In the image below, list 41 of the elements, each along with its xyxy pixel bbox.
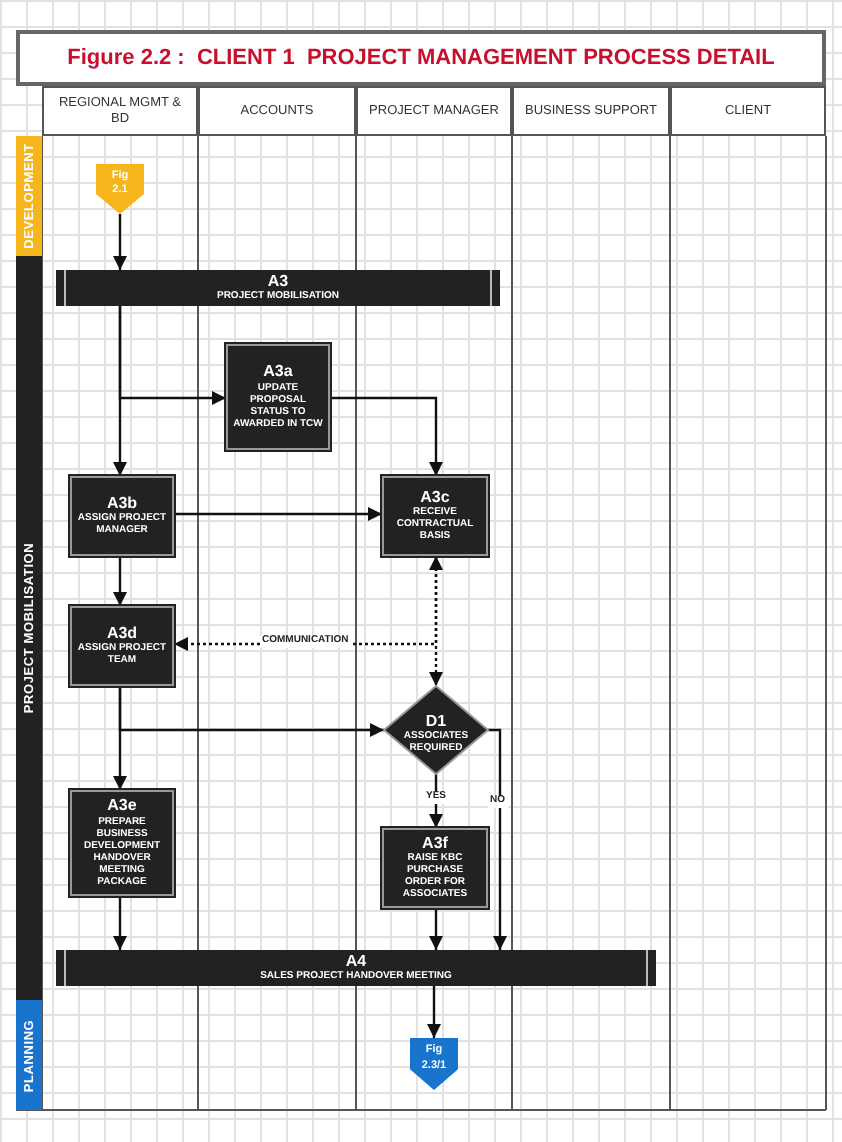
arrow (488, 728, 507, 950)
lane-header (198, 86, 356, 136)
arrow (113, 214, 127, 270)
step-id: A3d (106, 625, 138, 643)
process-box (382, 476, 488, 556)
step-id: A3e (107, 798, 137, 816)
arrow (429, 908, 443, 950)
phase-band (16, 136, 42, 256)
process-box (382, 828, 488, 908)
lane-header (512, 86, 670, 136)
phase-band (16, 1000, 42, 1110)
arrow (113, 896, 127, 950)
step-id: A3c (420, 489, 450, 507)
step-id: A3a (263, 364, 293, 382)
arrow (118, 686, 384, 737)
step-id: A3f (422, 835, 448, 853)
process-box (70, 790, 174, 896)
step-id: D1 (425, 713, 447, 731)
diagram-title: Figure 2.2 : CLIENT 1 PROJECT MANAGEMENT PROCESS DETAIL (67, 46, 775, 70)
lane-header (356, 86, 512, 136)
step-id: A4 (345, 953, 367, 971)
decision-diamond (384, 686, 488, 774)
arrow (118, 306, 226, 405)
activity-bar (56, 950, 656, 986)
step-id: A3 (267, 273, 289, 291)
lane-header (42, 86, 198, 136)
arrow (429, 774, 443, 828)
process-box (70, 606, 174, 686)
activity-bar (56, 270, 500, 306)
arrow (427, 986, 441, 1038)
arrow (113, 556, 127, 606)
process-box (226, 344, 330, 450)
arrow (330, 396, 443, 476)
process-box (70, 476, 174, 556)
dotted-arrow (429, 556, 443, 686)
arrow (174, 507, 382, 521)
phase-band (16, 256, 42, 1000)
lane-header (670, 86, 826, 136)
step-id: A3b (106, 495, 138, 513)
off-page-connector (96, 164, 144, 214)
off-page-connector (410, 1038, 458, 1090)
